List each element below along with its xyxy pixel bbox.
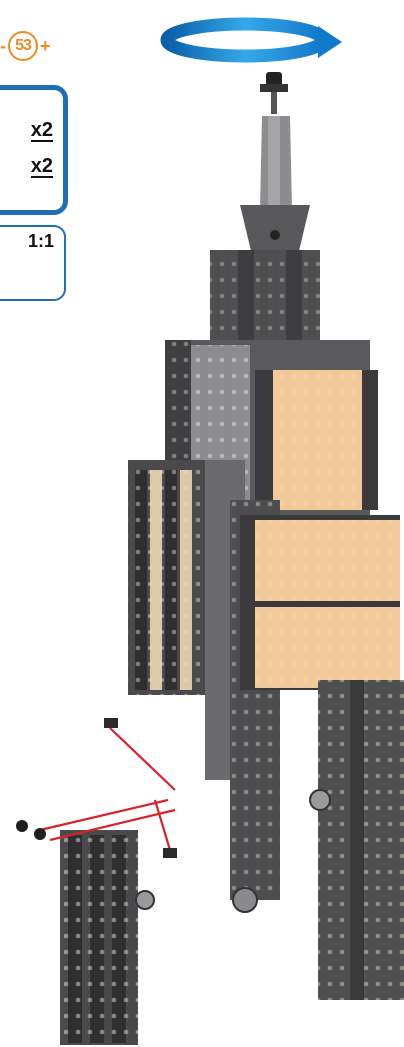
detached-strip — [60, 830, 154, 1045]
spire — [240, 72, 310, 255]
right-leg — [310, 680, 404, 1000]
rotate-arrow-icon — [167, 24, 342, 58]
lower-plate — [240, 515, 400, 690]
tower-upper — [210, 250, 320, 345]
left-column — [128, 460, 208, 695]
